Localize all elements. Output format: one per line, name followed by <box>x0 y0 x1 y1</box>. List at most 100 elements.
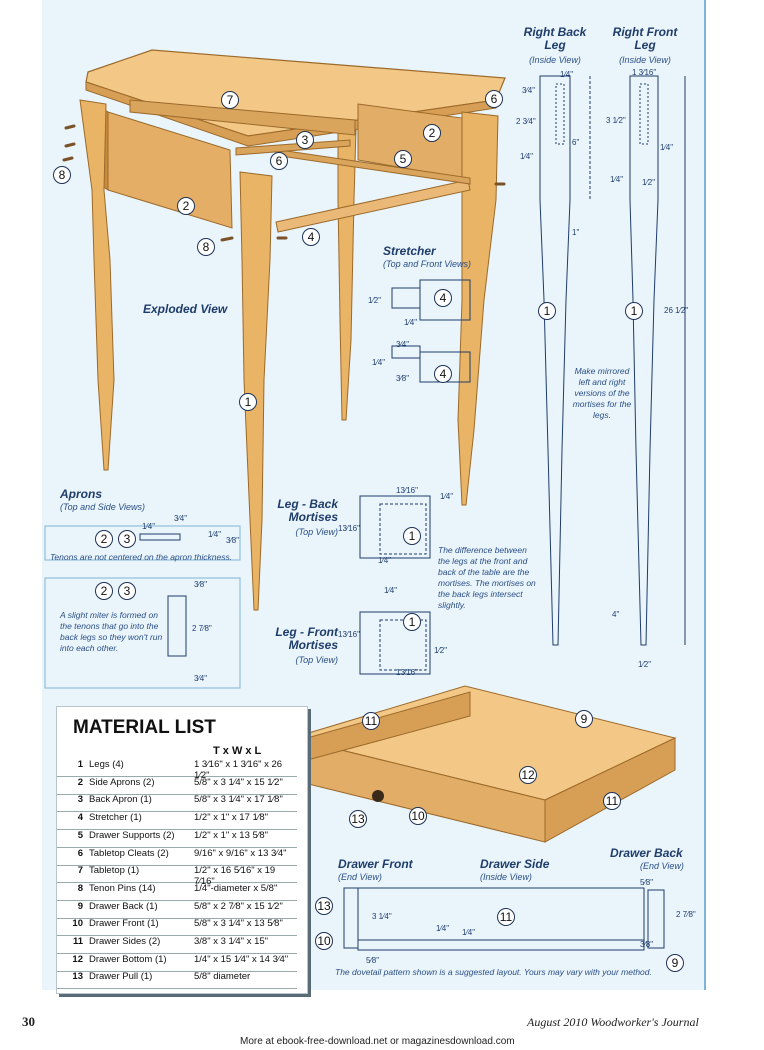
callout-11b: 11 <box>603 792 621 810</box>
material-list-header: T x W x L <box>213 745 262 757</box>
dim-1-2-b: 1⁄2" <box>638 660 652 669</box>
material-size: 1/2" x 1" x 13 5⁄8" <box>194 829 269 841</box>
drawer-end-views <box>343 887 665 951</box>
material-num: 12 <box>72 953 83 965</box>
dim-3-4-d: 3⁄4" <box>194 674 208 683</box>
material-name: Drawer Bottom (1) <box>89 953 167 965</box>
dim-26-1-2: 26 1⁄2" <box>664 306 689 315</box>
callout-4b: 4 <box>434 289 452 307</box>
dim-13-16-b: 13⁄16" <box>338 524 360 533</box>
dim-1-4-b: 1⁄4" <box>560 70 574 79</box>
drawer-side-subtitle: (Inside View) <box>480 872 532 882</box>
drawer-side-title: Drawer Side <box>480 857 550 871</box>
dim-3-1-4: 3 1⁄4" <box>372 912 392 921</box>
stretcher-detail <box>391 279 471 383</box>
material-size: 3/8" x 3 1⁄4" x 15" <box>194 936 269 947</box>
dim-6: 6" <box>572 138 580 147</box>
dim-4: 4" <box>612 610 620 619</box>
material-num: 2 <box>77 776 83 788</box>
callout-5: 5 <box>394 150 412 168</box>
material-name: Drawer Pull (1) <box>89 971 153 983</box>
miter-note: A slight miter is formed on the tenons t… <box>60 610 163 653</box>
tenons-note: Tenons are not centered on the apron thi… <box>50 552 233 562</box>
dim-1-3-16: 1 3⁄16" <box>632 68 657 77</box>
callout-3b: 3 <box>118 530 136 548</box>
dim-1-4-k: 1⁄4" <box>384 586 398 595</box>
material-num: 3 <box>77 794 83 806</box>
dim-1-4-h: 1⁄4" <box>208 530 222 539</box>
dim-13-16-c: 13⁄16" <box>338 630 360 639</box>
material-name: Drawer Supports (2) <box>89 829 175 841</box>
material-num: 11 <box>72 936 83 947</box>
material-name: Back Apron (1) <box>89 794 152 806</box>
material-num: 6 <box>77 847 83 859</box>
callout-8b: 8 <box>197 238 215 256</box>
material-name: Tabletop Cleats (2) <box>89 847 169 859</box>
dim-1-4-g: 1⁄4" <box>142 522 156 531</box>
dim-13-16-a: 13⁄16" <box>396 486 418 495</box>
drawer-front-title: Drawer Front <box>338 857 413 871</box>
dim-5-8-a: 5⁄8" <box>640 878 654 887</box>
dim-3-8-a: 3⁄8" <box>194 580 208 589</box>
material-size: 5/8" x 3 1⁄4" x 15 1⁄2" <box>194 776 283 788</box>
material-name: Legs (4) <box>89 759 124 770</box>
dim-1-4-j: 1⁄4" <box>440 492 454 501</box>
dovetail-note: The dovetail pattern shown is a suggeste… <box>335 967 652 977</box>
material-name: Side Aprons (2) <box>89 776 155 788</box>
exploded-view-label: Exploded View <box>143 302 228 316</box>
dim-1-4-l: 1⁄4" <box>436 924 450 933</box>
material-num: 10 <box>72 918 83 930</box>
material-num: 8 <box>77 882 83 894</box>
right-front-leg-subtitle: (Inside View) <box>619 55 671 65</box>
dim-1-4-d: 1⁄4" <box>610 175 624 184</box>
material-size: 1/2" x 1" x 17 1⁄8" <box>194 812 269 824</box>
material-row: 2 Side Aprons (2) 5/8" x 3 1⁄4" x 15 1⁄2" <box>57 777 297 795</box>
dim-1-4-a: 1⁄4" <box>520 152 534 161</box>
leg-back-mortises-subtitle: (Top View) <box>295 527 338 537</box>
dim-3-8-b: 3⁄8" <box>640 940 654 949</box>
callout-9b: 9 <box>666 954 684 972</box>
material-num: 1 <box>77 759 83 770</box>
callout-1b: 1 <box>625 302 643 320</box>
leg-back-mortises-title: Leg - Back Mortises <box>277 497 338 524</box>
material-num: 13 <box>72 971 83 983</box>
dim-1-2-c: 1⁄2" <box>368 296 382 305</box>
callout-2: 2 <box>423 124 441 142</box>
material-num: 4 <box>77 812 83 824</box>
dim-2-7-8: 2 7⁄8" <box>192 624 212 633</box>
material-name: Drawer Front (1) <box>89 918 159 930</box>
callout-3: 3 <box>296 131 314 149</box>
apron-detail <box>44 525 241 689</box>
dim-1-4-f: 1⁄4" <box>372 358 386 367</box>
callout-13: 13 <box>349 810 367 828</box>
material-num: 9 <box>77 900 83 912</box>
dim-13-16-d: 13⁄16" <box>396 668 418 677</box>
callout-1c: 1 <box>239 393 257 411</box>
callout-2b: 2 <box>177 197 195 215</box>
dim-3-4-b: 3⁄4" <box>396 340 410 349</box>
callout-6: 6 <box>485 90 503 108</box>
material-size: 5/8" x 2 7⁄8" x 15 1⁄2" <box>194 900 283 912</box>
aprons-title: Aprons <box>60 487 102 501</box>
drawer-back-subtitle: (End View) <box>640 861 684 871</box>
callout-11a: 11 <box>362 712 380 730</box>
drawer-back-title: Drawer Back <box>610 846 683 860</box>
mortise-detail <box>359 495 431 675</box>
dim-1-8-b: 3⁄8" <box>226 536 240 545</box>
leg-front-mortises-title: Leg - Front Mortises <box>275 625 338 652</box>
material-size: 9/16" x 9/16" x 13 3⁄4" <box>194 847 287 859</box>
callout-10: 10 <box>409 807 427 825</box>
material-size: 1/2" x 16 5⁄16" x 19 7⁄16" <box>194 865 276 888</box>
leg-elevations <box>539 75 686 646</box>
dim-3-1-2: 3 1⁄2" <box>606 116 626 125</box>
material-num: 7 <box>77 865 83 877</box>
page-number: 30 <box>22 1014 35 1029</box>
callout-4: 4 <box>302 228 320 246</box>
